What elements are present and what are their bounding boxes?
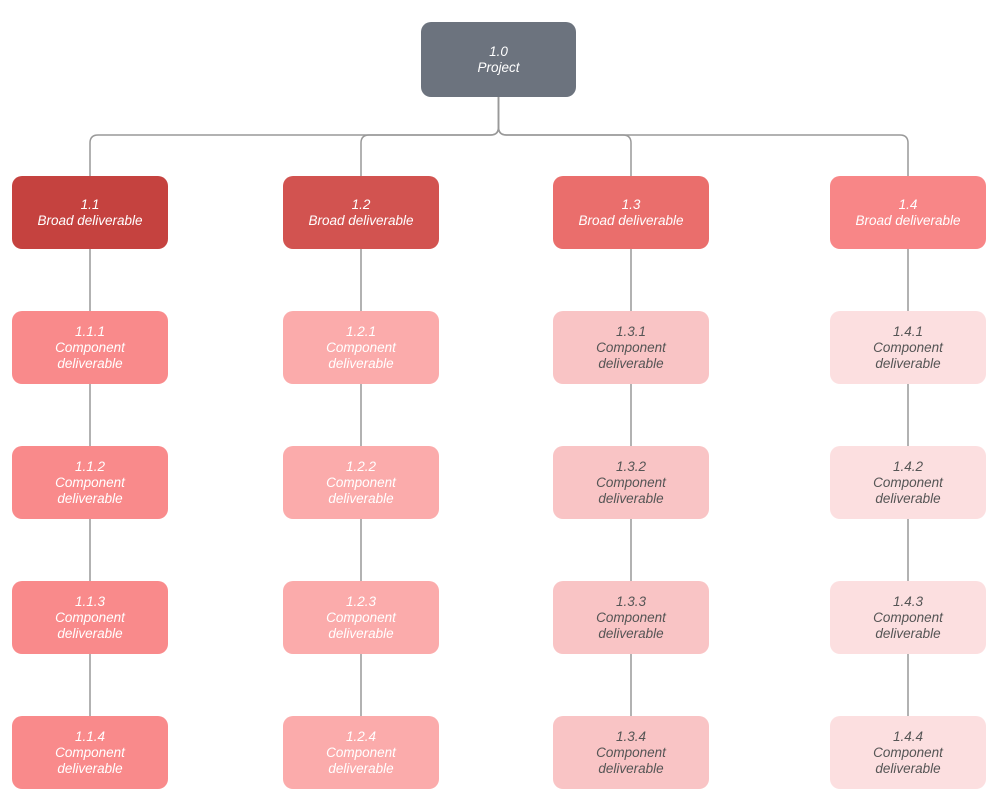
node-label: Component deliverable — [326, 609, 396, 641]
node-id: 1.2 — [351, 196, 371, 212]
node-1-2-4: 1.2.4 Component deliverable — [283, 716, 439, 789]
node-id: 1.4.1 — [892, 323, 924, 339]
node-label: Component deliverable — [596, 609, 666, 641]
node-id: 1.3.2 — [615, 458, 647, 474]
node-1-4-2: 1.4.2 Component deliverable — [830, 446, 986, 519]
node-1-3-4: 1.3.4 Component deliverable — [553, 716, 709, 789]
node-label: Project — [477, 59, 520, 75]
node-label: Component deliverable — [596, 474, 666, 506]
node-label: Broad deliverable — [308, 212, 414, 228]
node-label: Component deliverable — [55, 744, 125, 776]
node-label: Broad deliverable — [37, 212, 143, 228]
node-label: Component deliverable — [55, 609, 125, 641]
node-1-4-3: 1.4.3 Component deliverable — [830, 581, 986, 654]
node-id: 1.3 — [621, 196, 641, 212]
node-id: 1.0 — [489, 43, 508, 59]
node-label: Component deliverable — [326, 474, 396, 506]
node-id: 1.2.3 — [345, 593, 377, 609]
node-1-1-2: 1.1.2 Component deliverable — [12, 446, 168, 519]
node-id: 1.1.2 — [74, 458, 106, 474]
node-1-3: 1.3 Broad deliverable — [553, 176, 709, 249]
node-id: 1.4.2 — [892, 458, 924, 474]
node-id: 1.3.1 — [615, 323, 647, 339]
node-id: 1.1.1 — [74, 323, 106, 339]
node-id: 1.2.2 — [345, 458, 377, 474]
node-1-3-2: 1.3.2 Component deliverable — [553, 446, 709, 519]
node-id: 1.2.1 — [345, 323, 377, 339]
node-id: 1.4.4 — [892, 728, 924, 744]
node-id: 1.3.4 — [615, 728, 647, 744]
node-1-1-3: 1.1.3 Component deliverable — [12, 581, 168, 654]
node-label: Component deliverable — [596, 339, 666, 371]
node-label: Broad deliverable — [855, 212, 961, 228]
node-label: Component deliverable — [55, 474, 125, 506]
node-id: 1.1.3 — [74, 593, 106, 609]
node-label: Broad deliverable — [578, 212, 684, 228]
node-label: Component deliverable — [873, 744, 943, 776]
node-label: Component deliverable — [326, 339, 396, 371]
node-label: Component deliverable — [873, 339, 943, 371]
node-1-4-1: 1.4.1 Component deliverable — [830, 311, 986, 384]
node-1-4-4: 1.4.4 Component deliverable — [830, 716, 986, 789]
node-root-project: 1.0 Project — [421, 22, 576, 97]
node-1-3-3: 1.3.3 Component deliverable — [553, 581, 709, 654]
node-1-2-2: 1.2.2 Component deliverable — [283, 446, 439, 519]
connector-root-to-1-1 — [89, 97, 500, 176]
node-label: Component deliverable — [596, 744, 666, 776]
node-id: 1.2.4 — [345, 728, 377, 744]
node-1-1-1: 1.1.1 Component deliverable — [12, 311, 168, 384]
node-label: Component deliverable — [873, 609, 943, 641]
node-1-1: 1.1 Broad deliverable — [12, 176, 168, 249]
node-label: Component deliverable — [873, 474, 943, 506]
connector-root-to-1-4 — [497, 97, 909, 176]
node-id: 1.4 — [898, 196, 918, 212]
node-id: 1.3.3 — [615, 593, 647, 609]
node-label: Component deliverable — [326, 744, 396, 776]
node-1-3-1: 1.3.1 Component deliverable — [553, 311, 709, 384]
node-id: 1.1 — [80, 196, 100, 212]
connector-root-to-1-3 — [497, 97, 632, 176]
node-id: 1.1.4 — [74, 728, 106, 744]
node-1-2-1: 1.2.1 Component deliverable — [283, 311, 439, 384]
node-1-4: 1.4 Broad deliverable — [830, 176, 986, 249]
node-1-1-4: 1.1.4 Component deliverable — [12, 716, 168, 789]
connector-root-to-1-2 — [360, 97, 500, 176]
node-1-2: 1.2 Broad deliverable — [283, 176, 439, 249]
node-label: Component deliverable — [55, 339, 125, 371]
node-1-2-3: 1.2.3 Component deliverable — [283, 581, 439, 654]
node-id: 1.4.3 — [892, 593, 924, 609]
